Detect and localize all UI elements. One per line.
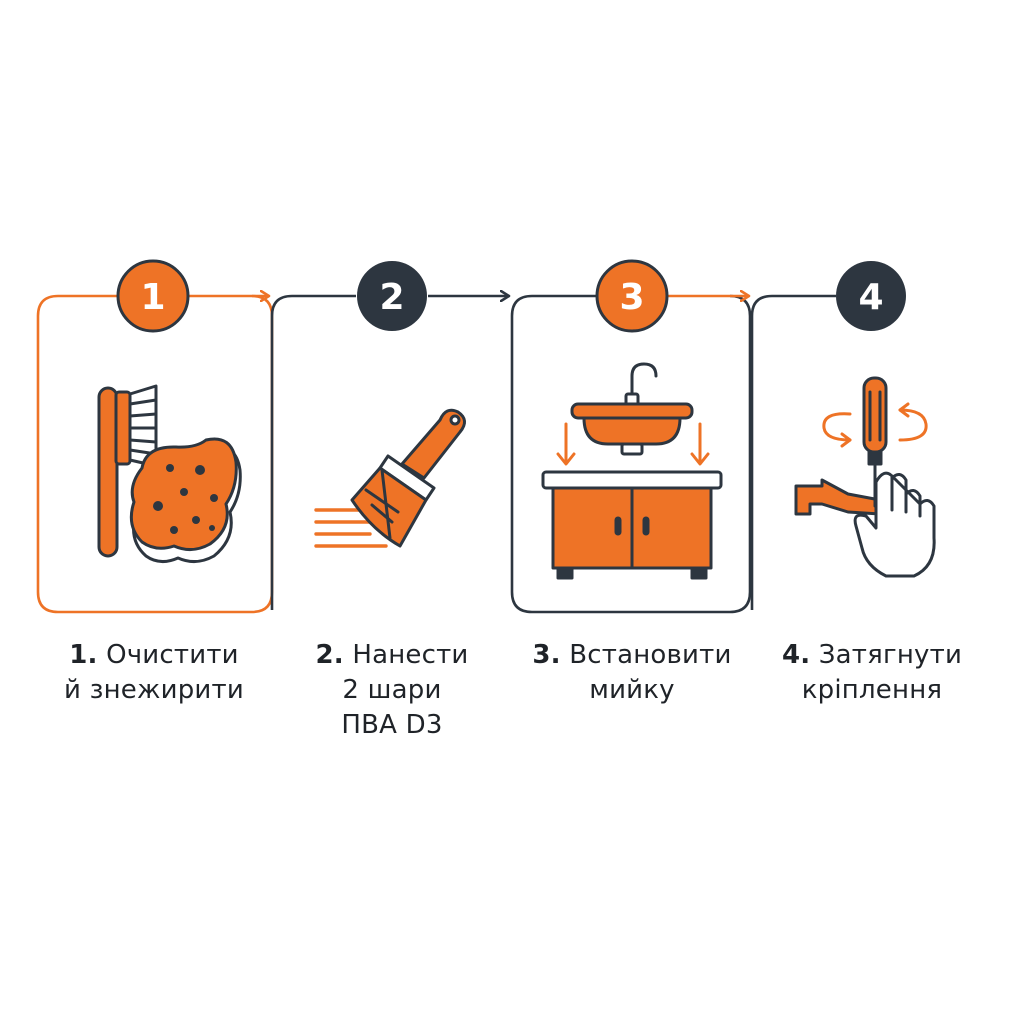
step-1-number: 1 [140,277,165,318]
step-4-caption-number: 4. [781,640,811,670]
step-3-caption: 3. Встановити мийку [522,638,742,708]
step-1-badge: 1 [116,259,190,333]
bracket-icon [794,478,882,516]
step-3: 3 [510,259,752,614]
step-2-badge: 2 [357,261,427,331]
step-3-caption-line-2: мийку [589,675,675,705]
step-2-caption-line-1: Нанести [352,640,469,670]
step-2-number: 2 [379,277,404,318]
step-3-caption-number: 3. [532,640,561,670]
step-3-badge: 3 [595,259,669,333]
step-1-frame [36,294,274,614]
step-3-caption-line-1: Встановити [569,640,732,670]
step-1-caption-line-2: й знежирити [64,675,244,705]
step-4-caption-line-2: кріплення [801,675,943,705]
step-2-frame [270,294,356,610]
step-4-caption: 4. Затягнути кріплення [762,638,982,708]
hand-icon [853,471,936,578]
step-1-caption-number: 1. [69,640,98,670]
paintbrush-icon [350,408,466,548]
step-4-badge: 4 [836,261,906,331]
sponge-icon [129,437,242,563]
step-2-caption-line-2: 2 шари [342,675,442,705]
step-4-frame [750,294,836,610]
step-3-number: 3 [619,277,644,318]
step-2: 2 [270,261,508,610]
step-4-number: 4 [858,277,883,318]
sink-icon [570,362,694,456]
paint-streaks [314,508,388,548]
step-1: 1 [36,259,274,614]
step-4-caption-line-1: Затягнути [818,640,963,670]
step-1-caption: 1. Очистити й знежирити [44,638,264,708]
step-2-caption-line-3: ПВА D3 [341,710,443,740]
step-1-caption-line-1: Очистити [106,640,239,670]
down-arrow-icons [556,422,710,466]
step-4: 4 [750,261,936,610]
step-2-caption-number: 2. [315,640,344,670]
brush-icon [97,384,158,558]
rotate-arrows-icon [822,402,928,448]
step-2-caption: 2. Нанести 2 шари ПВА D3 [282,638,502,743]
step-3-frame [510,294,752,614]
cabinet-icon [541,470,723,580]
